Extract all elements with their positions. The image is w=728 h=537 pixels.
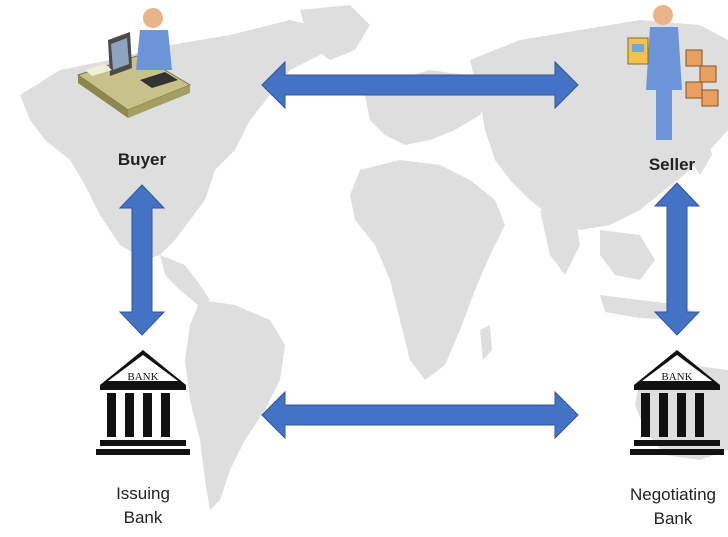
map-africa [350, 160, 505, 380]
map-greenland [300, 5, 370, 60]
map-north-america [20, 20, 330, 260]
negotiating-bank-line1: Negotiating [629, 485, 716, 504]
bank-icon-issuing: BANK [96, 350, 190, 455]
negotiating-bank-label: Negotiating Bank [618, 483, 728, 531]
double-arrow-icon-buyer-issuing [118, 184, 166, 336]
map-madagascar [480, 325, 492, 360]
seller-label: Seller [648, 155, 696, 174]
map-south-america [185, 300, 285, 510]
negotiating-bank-line2: Bank [653, 509, 693, 528]
issuing-bank-label: Issuing Bank [90, 482, 196, 530]
map-central-america [160, 255, 210, 305]
map-japan [690, 125, 712, 175]
arrows [118, 60, 701, 440]
bank-icon-negotiating: BANK [630, 350, 724, 455]
bank-sign-negotiating: BANK [661, 371, 692, 383]
issuing-bank-line2: Bank [123, 508, 163, 527]
issuing-bank-line1: Issuing [116, 484, 170, 503]
bank-sign-issuing: BANK [127, 371, 158, 383]
buyer-label: Buyer [117, 150, 167, 169]
double-arrow-icon-seller-negotiating [653, 182, 701, 336]
double-arrow-icon-buyer-seller [261, 60, 579, 110]
seller-goods-icon [627, 5, 719, 140]
map-india [540, 210, 580, 275]
double-arrow-icon-banks [261, 390, 579, 440]
buyer-computer-icon [76, 8, 192, 118]
map-se-asia [600, 230, 655, 280]
